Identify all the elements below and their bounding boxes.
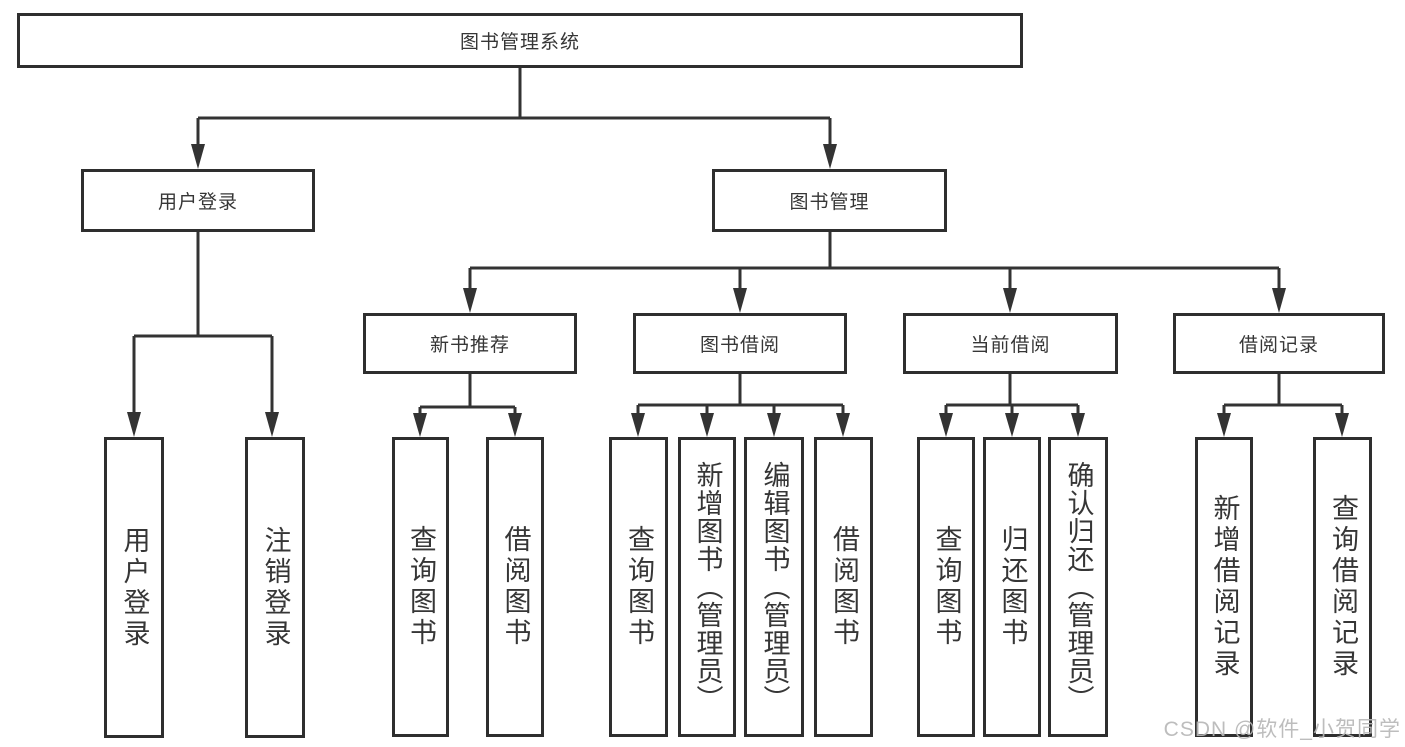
node-confirm-return-admin: 确认归还（管理员）: [1048, 437, 1108, 737]
node-label: 用户登录: [157, 192, 238, 213]
node-label: 借阅图书: [500, 525, 531, 649]
node-book-management: 图书管理: [712, 169, 947, 232]
node-book-borrowing: 图书借阅: [633, 313, 847, 374]
node-label: 图书管理系统: [459, 32, 580, 53]
node-add-borrow-record: 新增借阅记录: [1195, 437, 1253, 737]
node-label: 借阅图书: [829, 525, 859, 649]
node-label: 查询借阅记录: [1328, 494, 1358, 680]
node-query-books: 查询图书: [917, 437, 975, 737]
node-query-books: 查询图书: [392, 437, 449, 737]
node-label: 用户登录: [119, 525, 150, 650]
node-add-book-admin: 新增图书（管理员）: [678, 437, 736, 737]
node-query-books: 查询图书: [609, 437, 668, 737]
csdn-watermark: CSDN @软件_小贺同学: [1163, 718, 1401, 741]
node-user-login-leaf: 用户登录: [104, 437, 164, 738]
node-label: 查询图书: [406, 525, 436, 649]
node-query-borrow-record: 查询借阅记录: [1313, 437, 1372, 737]
node-label: 图书借阅: [699, 335, 780, 356]
node-label: 新增借阅记录: [1209, 494, 1240, 680]
node-borrow-books: 借阅图书: [814, 437, 873, 737]
node-label: 当前借阅: [970, 335, 1051, 356]
node-user-login: 用户登录: [81, 169, 315, 232]
node-library-management-system: 图书管理系统: [17, 13, 1023, 68]
node-label: 归还图书: [997, 525, 1028, 649]
arrowheads: [127, 144, 1349, 437]
node-borrow-books: 借阅图书: [486, 437, 544, 737]
node-label: 新增图书（管理员）: [692, 461, 723, 713]
node-label: 借阅记录: [1238, 335, 1319, 356]
node-current-borrowing: 当前借阅: [903, 313, 1118, 374]
node-logout: 注销登录: [245, 437, 305, 738]
node-label: 查询图书: [931, 525, 962, 649]
node-label: 查询图书: [624, 525, 654, 649]
node-label: 确认归还（管理员）: [1063, 461, 1094, 713]
node-label: 图书管理: [789, 192, 870, 213]
connector-paths: [132, 68, 1344, 415]
node-label: 新书推荐: [429, 335, 510, 356]
node-label: 编辑图书（管理员）: [759, 461, 790, 713]
node-return-books: 归还图书: [983, 437, 1041, 737]
node-new-book-recommend: 新书推荐: [363, 313, 577, 374]
node-edit-book-admin: 编辑图书（管理员）: [744, 437, 804, 737]
node-borrowing-records: 借阅记录: [1173, 313, 1385, 374]
node-label: 注销登录: [260, 525, 291, 650]
